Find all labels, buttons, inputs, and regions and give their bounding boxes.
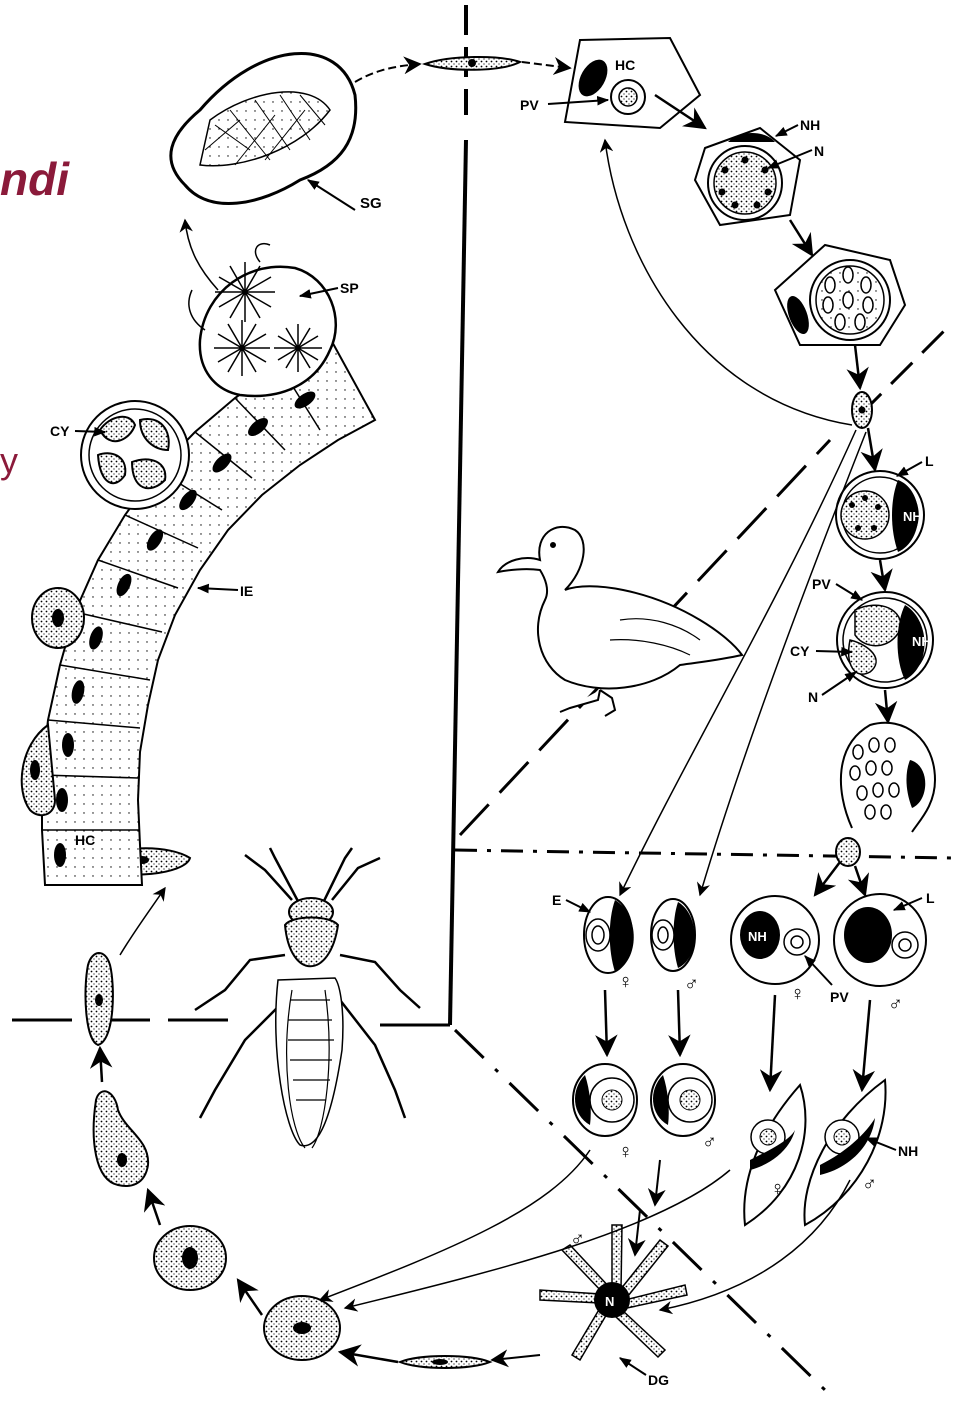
merozoite-top-right (852, 392, 872, 428)
ookinete-pear (94, 1091, 148, 1186)
label-hc-left: HC (75, 832, 95, 848)
label-sg: SG (360, 195, 382, 212)
label-cy-left: CY (50, 423, 70, 439)
leucocyte-stage-1: NH L (836, 453, 934, 559)
label-l-lower: L (926, 890, 935, 906)
elongate-gametocyte-female: ♀ (744, 1085, 805, 1225)
male-symbol-3: ♂ (702, 1131, 717, 1153)
label-nh-l2: NH (912, 634, 931, 649)
oocyst-bottom (264, 1296, 340, 1360)
cut-off-side-fragment: y (0, 440, 18, 482)
label-pv-top: PV (520, 97, 539, 113)
cut-off-title-fragment: ndi (0, 152, 69, 206)
label-n-mid: N (808, 689, 818, 705)
young-oocyst-left-2 (22, 725, 55, 815)
host-cell-stage-2: NH N (695, 117, 824, 225)
meront-rupturing (841, 723, 935, 832)
female-symbol-1: ♀ (618, 971, 633, 993)
fly-illustration (195, 848, 420, 1148)
duck-illustration (498, 527, 742, 716)
label-nh-l1: NH (903, 509, 922, 524)
label-hc-top: HC (615, 57, 635, 73)
label-nh-bottom: NH (898, 1143, 918, 1159)
gametocyte-female-1: E ♀ (552, 892, 634, 993)
male-symbol-2: ♂ (888, 993, 903, 1015)
label-pv-mid: PV (812, 576, 831, 592)
female-symbol-4: ♀ (770, 1178, 785, 1200)
salivary-gland-group: SG (171, 53, 382, 212)
oocyst-2 (154, 1226, 226, 1290)
right-divider-dashed (455, 850, 953, 858)
male-symbol-1: ♂ (684, 973, 699, 995)
ookinete-elongate (85, 953, 112, 1045)
label-pv-low: PV (830, 989, 849, 1005)
label-nh-top: NH (800, 117, 820, 133)
gametocyte-female-2: NH ♀ PV (731, 896, 849, 1005)
young-oocyst-left-1 (32, 588, 84, 648)
label-dg: DG (648, 1372, 669, 1388)
host-cell-stage-3 (775, 245, 905, 345)
gametocyte-male-1: ♂ (651, 899, 699, 995)
label-n-dg: N (605, 1294, 614, 1309)
label-nh-g: NH (748, 929, 767, 944)
label-e: E (552, 892, 561, 908)
elongate-gametocyte-male: ♂ NH (804, 1080, 918, 1225)
male-symbol-4: ♂ (862, 1173, 877, 1195)
intestinal-epithelium: HC IE (42, 338, 375, 885)
mature-gametocyte-male-1: ♂ (651, 1064, 717, 1153)
gametocyte-male-2: ♂ L (834, 890, 935, 1015)
female-symbol-2: ♀ (790, 983, 805, 1005)
ookinete-bottom (400, 1356, 490, 1368)
female-symbol-3: ♀ (618, 1141, 633, 1163)
leucocyte-stage-2: NH PV CY N (790, 576, 933, 705)
vertical-divider-solid (450, 140, 466, 1025)
label-cy-mid: CY (790, 643, 810, 659)
label-sp: SP (340, 280, 359, 296)
label-ie: IE (240, 583, 253, 599)
oocyst-with-cysts: CY (50, 401, 189, 509)
host-cell-stage-1: HC PV (520, 38, 700, 128)
label-l-upper: L (925, 453, 934, 469)
label-n-top: N (814, 143, 824, 159)
mature-gametocyte-female-1: ♀ (573, 1064, 637, 1163)
